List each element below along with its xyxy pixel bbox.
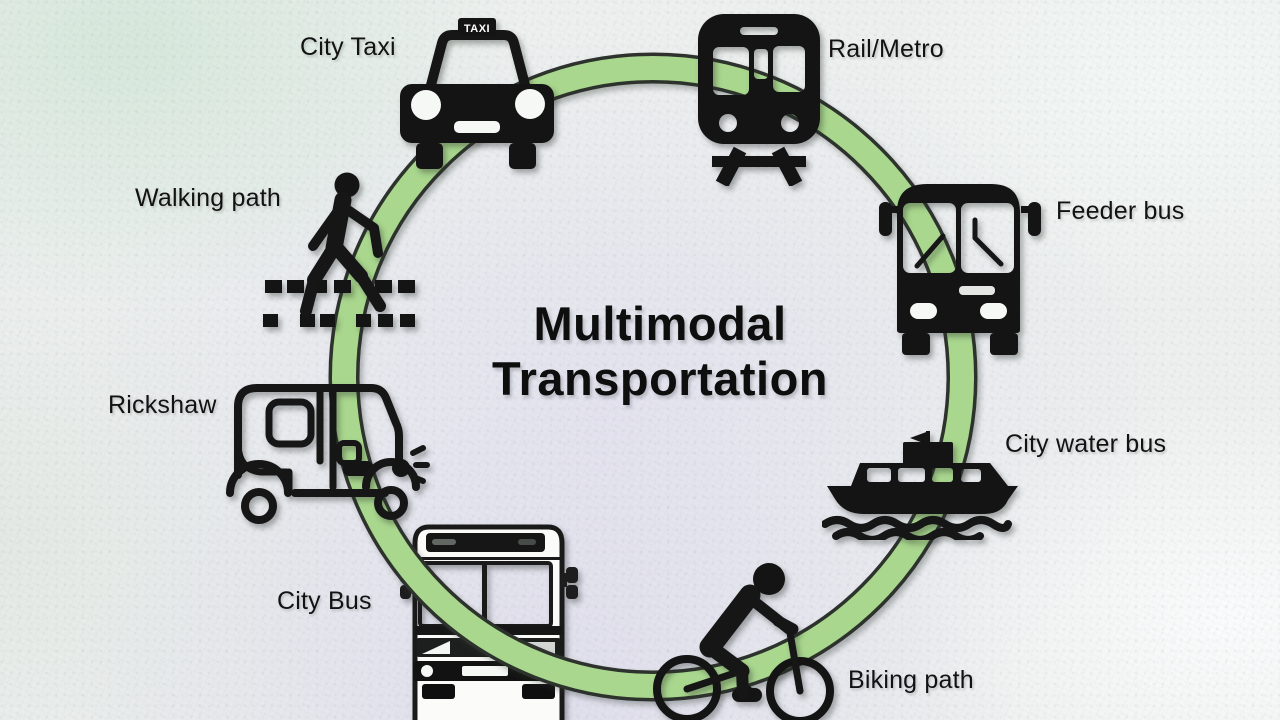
ring-band	[332, 56, 974, 698]
train-icon	[688, 8, 828, 186]
walking-person	[300, 172, 386, 317]
label-feeder-bus: Feeder bus	[1056, 197, 1185, 225]
label-city-bus: City Bus	[277, 587, 372, 615]
cyclist-icon	[650, 550, 850, 720]
label-walking-path: Walking path	[135, 184, 281, 212]
pedestrian-icon	[256, 166, 428, 332]
label-rail-metro: Rail/Metro	[828, 35, 944, 63]
label-biking-path: Biking path	[848, 666, 974, 694]
bus-front-icon	[877, 180, 1043, 356]
taxi-sign-label: TAXI	[464, 23, 490, 35]
rickshaw-icon	[225, 373, 430, 527]
label-city-water-bus: City water bus	[1005, 430, 1167, 458]
crosswalk-dashes	[263, 280, 415, 327]
ferry-icon	[822, 428, 1027, 540]
label-city-taxi: City Taxi	[300, 33, 396, 61]
title-line-2: Transportation	[491, 352, 829, 405]
taxi-icon: TAXI	[396, 16, 558, 172]
label-rickshaw: Rickshaw	[108, 391, 217, 419]
title-line-1: Multimodal	[533, 297, 787, 350]
diagram-title: Multimodal Transportation	[492, 296, 828, 406]
